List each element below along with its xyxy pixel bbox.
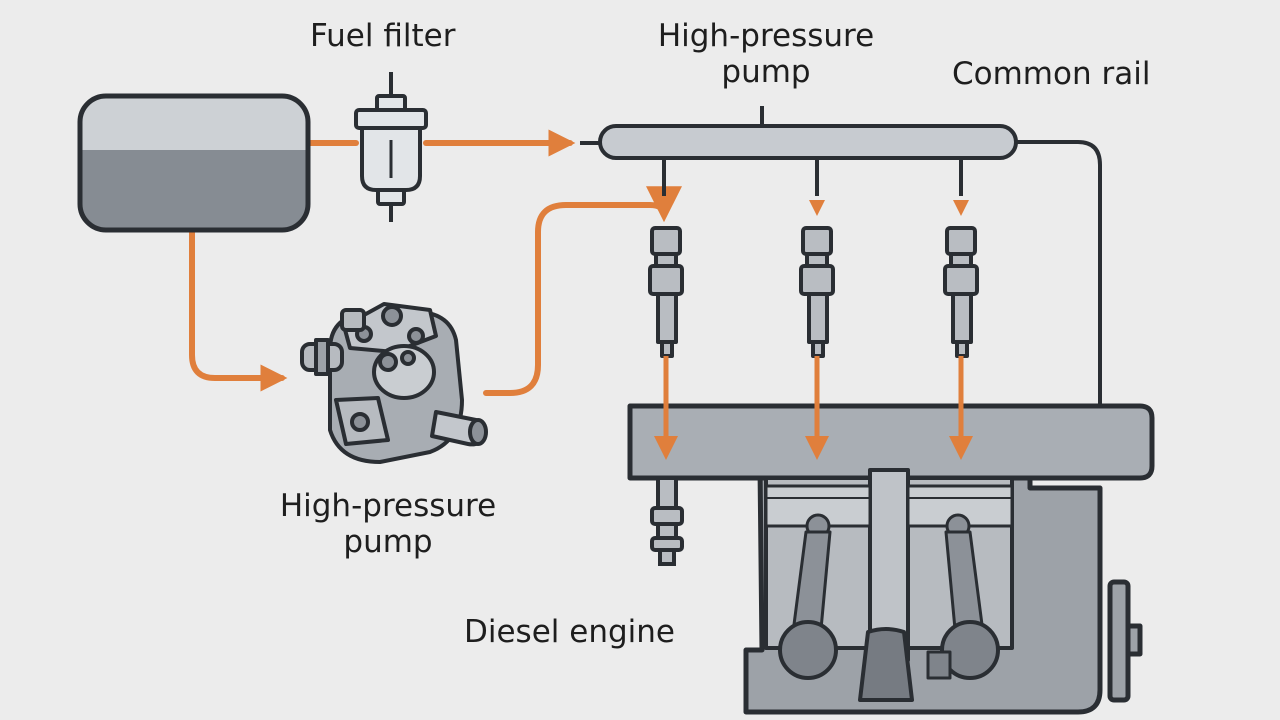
glow-plug bbox=[650, 476, 684, 566]
high-pressure-pump-label-top: High-pressure pump bbox=[636, 18, 896, 90]
label-line-1: High-pressure bbox=[279, 488, 497, 524]
diesel-engine-block bbox=[627, 403, 1155, 715]
high-pressure-pump-label: High-pressure pump bbox=[258, 488, 518, 560]
injector-1 bbox=[648, 226, 684, 358]
injectors bbox=[648, 226, 979, 358]
fuel-filter-icon bbox=[354, 72, 428, 222]
injector-3 bbox=[943, 226, 979, 358]
diesel-engine-label: Diesel engine bbox=[464, 614, 675, 650]
label-line-2: pump bbox=[721, 54, 811, 90]
fuel-filter-label: Fuel filter bbox=[310, 18, 456, 54]
label-line-1: High-pressure bbox=[657, 18, 875, 54]
common-rail bbox=[580, 106, 1102, 408]
common-rail-label: Common rail bbox=[952, 56, 1151, 92]
injection-arrows bbox=[654, 356, 973, 460]
fuel-line-tank-to-pump bbox=[189, 227, 288, 392]
injector-2 bbox=[799, 226, 835, 358]
high-pressure-pump-icon bbox=[300, 302, 488, 464]
fuel-tank bbox=[77, 93, 311, 233]
fuel-line-pump-to-injector bbox=[483, 186, 682, 396]
label-line-2: pump bbox=[343, 524, 433, 560]
